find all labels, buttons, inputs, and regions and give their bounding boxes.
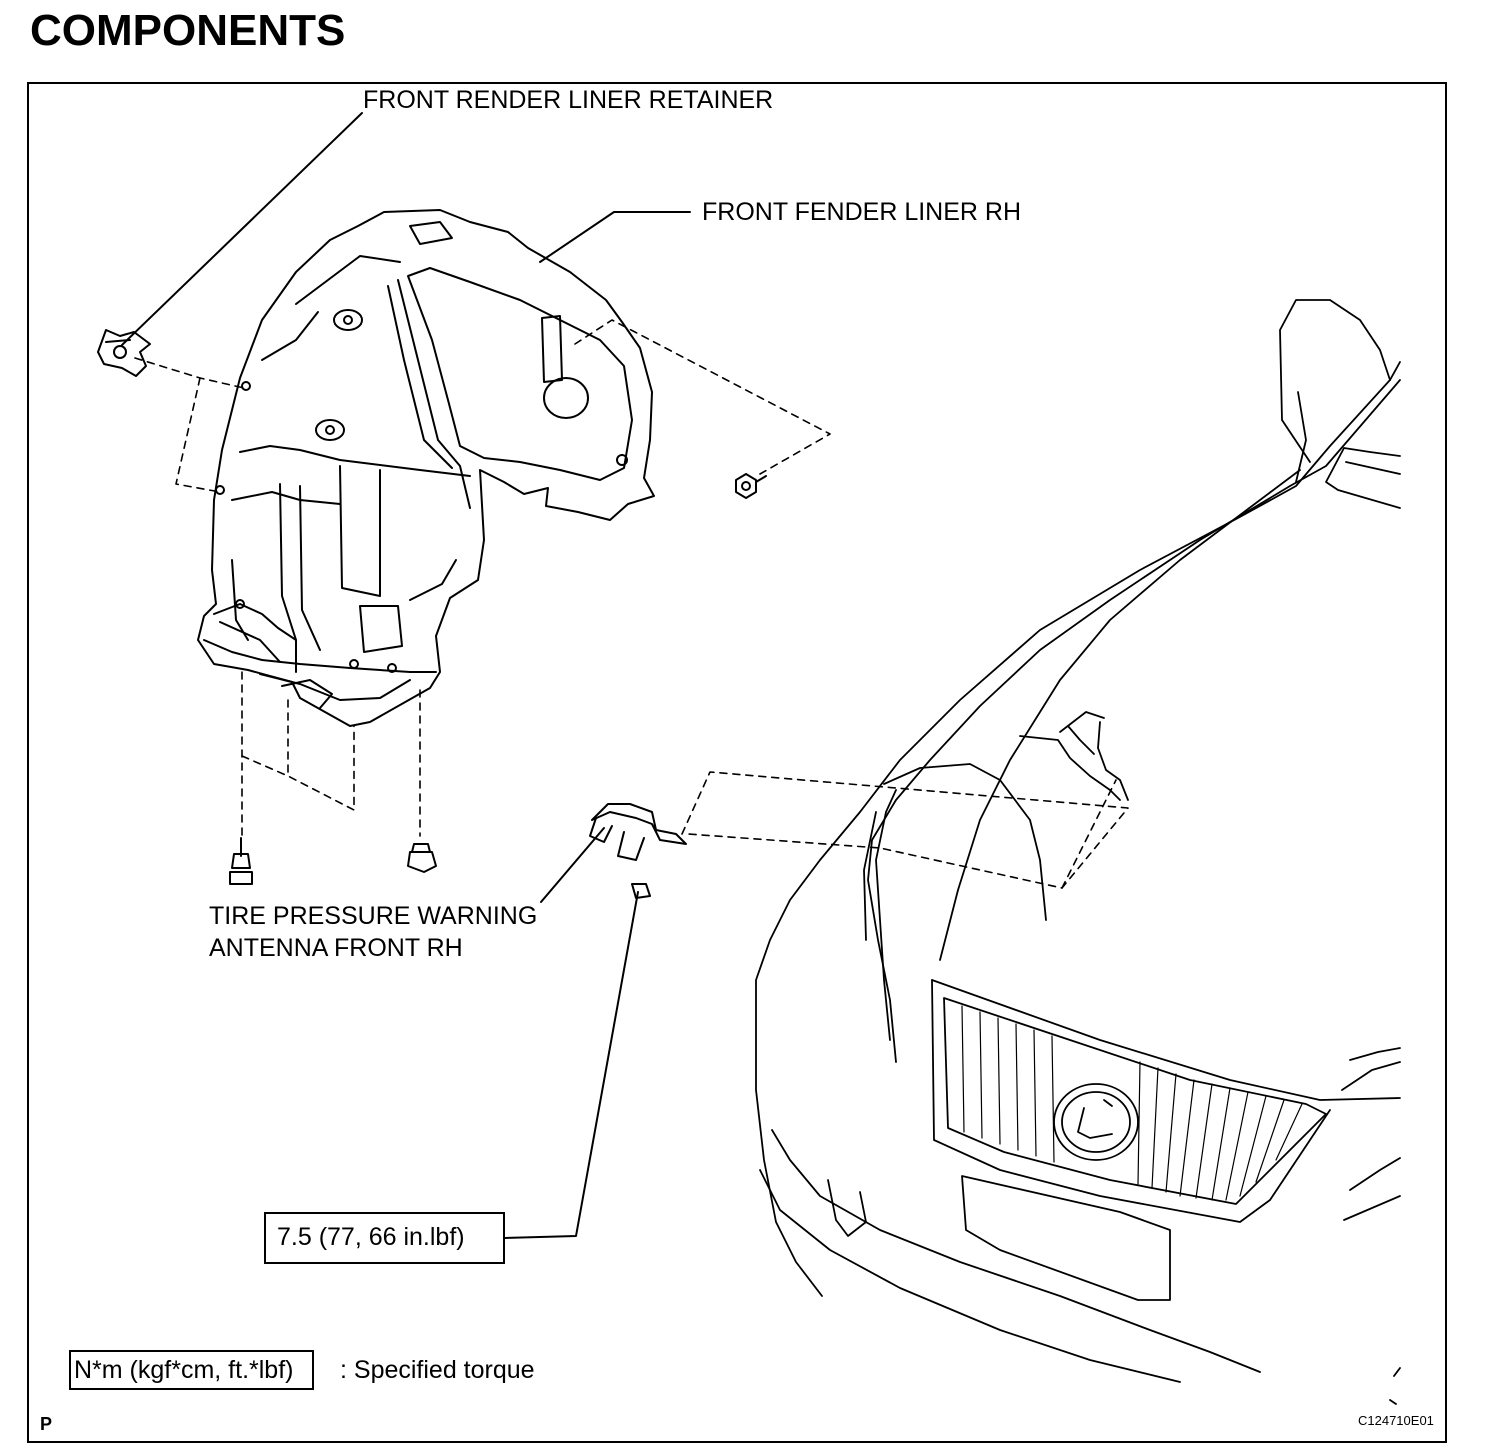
figure-id: C124710E01: [1358, 1413, 1434, 1428]
torque-unit-legend-box: N*m (kgf*cm, ft.*lbf): [69, 1350, 314, 1390]
diagram-frame: [27, 82, 1447, 1443]
clip-right: [735, 473, 767, 499]
antenna-label-line2: ANTENNA FRONT RH: [209, 934, 463, 962]
antenna-label-line1: TIRE PRESSURE WARNING: [209, 902, 538, 930]
torque-legend-description: : Specified torque: [340, 1356, 535, 1384]
retainer-label: FRONT RENDER LINER RETAINER: [363, 86, 774, 114]
leader-lines: [121, 112, 691, 1239]
torque-value-box: 7.5 (77, 66 in.lbf): [264, 1212, 505, 1264]
retainer-leader: [121, 112, 363, 346]
fender-liner-leader: [539, 211, 691, 263]
fasteners: [229, 473, 767, 885]
antenna-leader: [540, 827, 605, 903]
clip-bottom-center: [407, 843, 437, 873]
vehicle-front: [755, 299, 1401, 1405]
screw-bottom-left: [229, 837, 253, 885]
grille-slats: [961, 1005, 1303, 1201]
front-fender-liner: [197, 209, 655, 727]
liner-retainer-clip: [97, 329, 151, 377]
tire-pressure-antenna: [589, 803, 687, 899]
torque-leader: [503, 891, 639, 1239]
page-title: COMPONENTS: [30, 6, 346, 55]
fender-liner-label: FRONT FENDER LINER RH: [702, 198, 1022, 226]
corner-letter: P: [40, 1414, 53, 1434]
dashed-assembly-lines: [134, 319, 1129, 889]
vehicle-emblem-icon: [1053, 1083, 1139, 1161]
